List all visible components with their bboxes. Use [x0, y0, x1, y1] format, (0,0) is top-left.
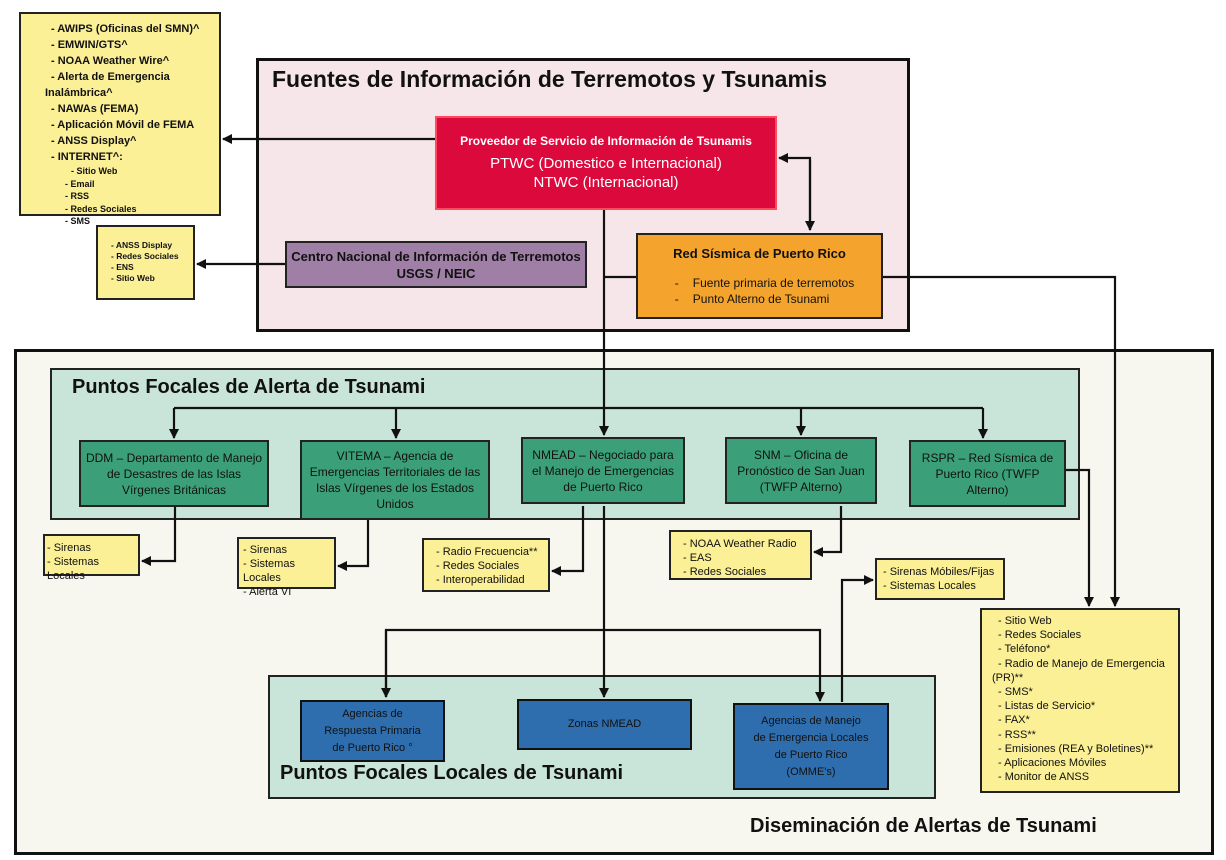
output-item: - Alerta VI: [243, 586, 292, 598]
rspr-ptwc-link: [778, 153, 812, 230]
output-item: - INTERNET^:: [51, 151, 123, 163]
output-item: - ANSS Display^: [51, 135, 137, 147]
omme-outputs-box: - Sirenas Móbiles/Fijas - Sistemas Local…: [875, 558, 1005, 600]
output-item: - Sistemas Locales: [243, 558, 295, 584]
output-item: - Redes Sociales: [998, 629, 1082, 642]
rspr-source-box: Red Sísmica de Puerto Rico -Fuente prima…: [636, 233, 883, 319]
output-item: - Sirenas Móbiles/Fijas: [883, 566, 995, 578]
focal-rspr: RSPR – Red Sísmica de Puerto Rico (TWFP …: [909, 440, 1066, 507]
rspr-focal-to-web-line: [1066, 468, 1094, 607]
internet-item: - Redes Sociales: [65, 203, 137, 214]
neic-name: Centro Nacional de Información de Terrem…: [291, 248, 581, 264]
output-item: - Radio de Manejo de Emergencia: [998, 657, 1165, 670]
rspr-source-header: Red Sísmica de Puerto Rico: [673, 245, 846, 261]
output-item: - Radio Frecuencia**: [436, 546, 538, 558]
ntwc-line: NTWC (Internacional): [533, 174, 679, 191]
output-item: (PR)**: [992, 671, 1024, 684]
snm-outputs-box: - NOAA Weather Radio - EAS - Redes Socia…: [669, 530, 812, 580]
output-item: - Redes Sociales: [111, 251, 179, 261]
output-item: - RSS**: [998, 728, 1036, 741]
rspr-outputs-box: - Sitio Web - Redes Sociales - Teléfono*…: [980, 608, 1180, 793]
ptwc-provider-box: Proveedor de Servicio de Información de …: [435, 116, 777, 210]
internet-item: - RSS: [65, 191, 90, 201]
output-item: - AWIPS (Oficinas del SMN)^: [51, 23, 200, 35]
output-item: - EMWIN/GTS^: [51, 39, 128, 51]
rspr-source-to-web-line: [883, 275, 1120, 607]
output-item: Inalámbrica^: [45, 87, 113, 99]
output-item: - ENS: [111, 262, 134, 272]
local-focal-points-title: Puntos Focales Locales de Tsunami: [280, 762, 624, 784]
output-item: - Sirenas: [47, 542, 92, 554]
output-item: - EAS: [683, 552, 712, 564]
local-omme-agencies: Agencias de Manejo de Emergencia Locales…: [733, 703, 889, 790]
output-item: - Sitio Web: [998, 615, 1052, 627]
output-item: - NAWAs (FEMA): [51, 103, 139, 115]
output-item: - Aplicaciones Móviles: [998, 757, 1107, 770]
output-item: - ANSS Display: [111, 240, 173, 250]
vitema-outputs-box: - Sirenas - Sistemas Locales - Alerta VI: [237, 537, 336, 598]
focal-nmead: NMEAD – Negociado para el Manejo de Emer…: [521, 437, 685, 504]
ptwc-header: Proveedor de Servicio de Información de …: [460, 134, 752, 148]
ptwc-line: PTWC (Domestico e Internacional): [490, 155, 722, 172]
output-item: - NOAA Weather Wire^: [51, 55, 170, 67]
output-item: - Emisiones (REA y Boletines)**: [998, 742, 1154, 755]
internet-item: - Email: [65, 178, 95, 189]
output-item: - Redes Sociales: [436, 560, 520, 572]
output-item: - Sitio Web: [111, 273, 155, 283]
output-item: - Sistemas Locales: [47, 556, 99, 582]
output-item: - Alerta de Emergencia: [51, 71, 170, 83]
focal-vitema: VITEMA – Agencia de Emergencias Territor…: [300, 440, 490, 520]
sources-title: Fuentes de Información de Terremotos y T…: [272, 66, 828, 92]
local-nmead-zones: Zonas NMEAD: [517, 699, 692, 750]
internet-item: - Sitio Web: [71, 166, 118, 176]
ddm-outputs-box: - Sirenas - Sistemas Locales: [43, 534, 140, 582]
local-primary-response-agencies: Agencias de Respuesta Primaria de Puerto…: [300, 700, 445, 762]
focal-ddm: DDM – Departamento de Manejo de Desastre…: [79, 440, 269, 507]
ptwc-outputs-box: - AWIPS (Oficinas del SMN)^ - EMWIN/GTS^…: [19, 12, 221, 226]
omme-to-sirenas-line: [840, 575, 874, 702]
output-item: - SMS*: [998, 686, 1033, 699]
focal-points-title: Puntos Focales de Alerta de Tsunami: [72, 376, 426, 398]
output-item: - Teléfono*: [998, 643, 1051, 656]
output-item: - Sistemas Locales: [883, 580, 976, 592]
internet-item: - SMS: [65, 216, 91, 226]
output-item: - Listas de Servicio*: [998, 700, 1096, 713]
dissemination-title: Diseminación de Alertas de Tsunami: [750, 815, 1097, 837]
nmead-outputs-box: - Radio Frecuencia** - Redes Sociales - …: [422, 538, 550, 592]
focal-snm: SNM – Oficina de Pronóstico de San Juan …: [725, 437, 877, 504]
output-item: - Aplicación Móvil de FEMA: [51, 119, 195, 131]
output-item: - Sirenas: [243, 544, 288, 556]
output-item: - NOAA Weather Radio: [683, 538, 797, 550]
rspr-source-item: -Punto Alterno de Tsunami: [674, 291, 830, 306]
neic-box: Centro Nacional de Información de Terrem…: [285, 241, 587, 288]
output-item: - Interoperabilidad: [436, 574, 525, 586]
output-item: - Redes Sociales: [683, 566, 767, 578]
output-item: - Monitor de ANSS: [998, 771, 1090, 784]
rspr-source-item: -Fuente primaria de terremotos: [674, 275, 855, 290]
output-item: - FAX*: [998, 714, 1030, 727]
neic-outputs-box: - ANSS Display - Redes Sociales - ENS - …: [96, 225, 195, 300]
neic-abbrev: USGS / NEIC: [396, 265, 476, 281]
